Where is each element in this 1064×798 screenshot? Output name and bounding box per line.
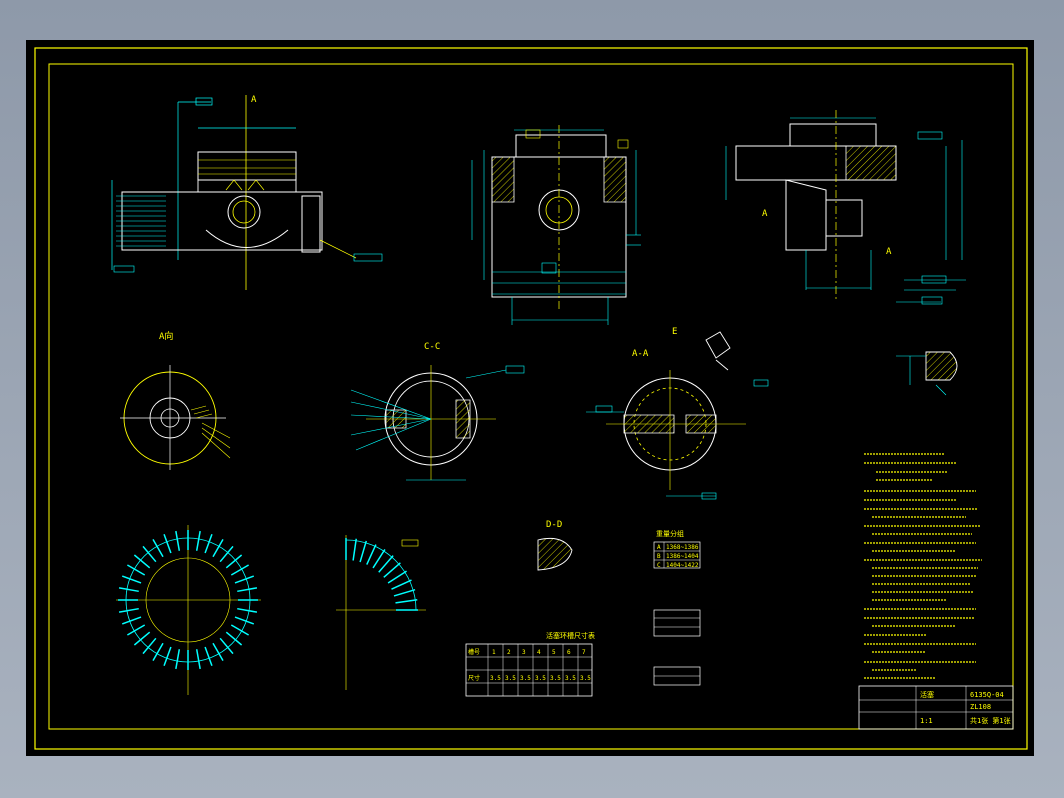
ring-cell: 4 — [537, 649, 541, 656]
radial-tick — [366, 544, 377, 565]
ring-cell: 3.5 — [520, 675, 531, 682]
radial-tick — [393, 588, 416, 597]
view-arrow-a: A — [251, 95, 257, 105]
ring-cell: 3 — [522, 649, 526, 656]
radial-tick — [195, 530, 201, 551]
ring-cell: 2 — [507, 649, 511, 656]
ring-cell: 3.5 — [505, 675, 516, 682]
group-value: 1368~1386 — [666, 544, 699, 551]
ring-cell: 1 — [492, 649, 496, 656]
radial-tick — [152, 642, 164, 661]
ring-cell: 3.5 — [535, 675, 546, 682]
title-drawing-name: 活塞 — [920, 690, 934, 699]
group-code: C — [657, 562, 661, 569]
title-block: 活塞 6135Q-04 ZL108 1:1 共1张 第1张 — [858, 685, 1014, 730]
ring-row-label-2: 尺寸 — [468, 674, 480, 682]
radial-tick — [163, 533, 172, 554]
label-aa: A-A — [632, 349, 649, 359]
detail-e — [896, 351, 958, 396]
section-cc: C-C — [350, 342, 525, 481]
ring-cell: 3.5 — [550, 675, 561, 682]
radial-tick — [127, 564, 146, 576]
ring-cell: 3.5 — [490, 675, 501, 682]
section-dd: D-D — [537, 520, 573, 571]
radial-tick — [121, 575, 142, 584]
group-code: A — [657, 544, 661, 551]
piston-front-view: A — [111, 95, 383, 290]
radial-tick — [383, 562, 401, 578]
radial-tick — [204, 533, 213, 554]
inner-frame — [48, 63, 1014, 730]
radial-tick — [163, 646, 172, 667]
label-a-view: A向 — [159, 330, 173, 342]
radial-tick — [234, 575, 255, 584]
radial-tick — [234, 616, 255, 625]
radial-tick — [230, 564, 249, 576]
radial-tick — [133, 554, 151, 569]
ring-table-title: 活塞环槽尺寸表 — [546, 631, 595, 640]
radial-tick — [219, 545, 234, 563]
title-material: ZL108 — [970, 703, 991, 711]
radial-tick — [395, 599, 418, 604]
ring-cell: 7 — [582, 649, 586, 656]
piston-section-view — [471, 125, 641, 325]
view-a-direction: A向 — [120, 330, 231, 470]
radial-tick — [219, 637, 234, 655]
radial-tick — [378, 555, 394, 573]
ring-cell: 5 — [552, 649, 556, 656]
radial-tick — [152, 539, 164, 558]
drawing-sheet: A — [26, 40, 1034, 756]
technical-notes — [864, 453, 982, 679]
radial-tick — [359, 540, 368, 563]
ring-groove-table: 活塞环槽尺寸表 槽号 尺寸 1 2 3 4 5 6 7 3.5 3. — [465, 631, 595, 697]
radial-tick — [127, 624, 146, 636]
radial-tick — [372, 549, 386, 569]
radial-tick — [237, 607, 258, 613]
section-a-left: A — [762, 209, 768, 219]
radial-tick — [195, 649, 201, 670]
radial-tick — [175, 530, 181, 551]
radial-tick — [133, 631, 151, 646]
radial-tick — [142, 545, 157, 563]
radial-tick — [204, 646, 213, 667]
section-aa: A-A E — [586, 327, 769, 500]
radial-tick — [387, 570, 407, 584]
radial-tick — [352, 538, 357, 561]
label-e: E — [672, 327, 677, 337]
title-sheet: 共1张 第1张 — [970, 716, 1011, 725]
cad-drawing: A — [26, 40, 1034, 756]
piston-side-section: A A — [725, 110, 966, 305]
radial-tick — [118, 587, 139, 593]
radial-tick — [142, 637, 157, 655]
ring-row-label-1: 槽号 — [468, 648, 480, 656]
ring-cell: 3.5 — [580, 675, 591, 682]
weight-group-table: 重量分组 A 1368~1386 B 1386~1404 C 1404~1422 — [653, 529, 701, 686]
radial-detail-right — [336, 535, 426, 690]
radial-tick — [230, 624, 249, 636]
label-cc: C-C — [424, 342, 440, 352]
radial-tick — [212, 539, 224, 558]
radial-detail-left — [116, 525, 261, 695]
group-value: 1386~1404 — [666, 553, 699, 560]
section-a-right: A — [886, 247, 892, 257]
label-dd: D-D — [546, 520, 562, 530]
title-scale: 1:1 — [920, 717, 933, 725]
radial-tick — [225, 631, 243, 646]
group-code: B — [657, 553, 661, 560]
ring-cell: 6 — [567, 649, 571, 656]
radial-tick — [121, 616, 142, 625]
radial-tick — [225, 554, 243, 569]
radial-tick — [237, 587, 258, 593]
group-value: 1404~1422 — [666, 562, 699, 569]
ring-cell: 3.5 — [565, 675, 576, 682]
radial-tick — [175, 649, 181, 670]
outer-frame — [34, 47, 1028, 750]
radial-tick — [118, 607, 139, 613]
title-drawing-no: 6135Q-04 — [970, 691, 1004, 699]
radial-tick — [391, 579, 412, 590]
radial-tick — [212, 642, 224, 661]
group-table-title: 重量分组 — [656, 529, 684, 538]
